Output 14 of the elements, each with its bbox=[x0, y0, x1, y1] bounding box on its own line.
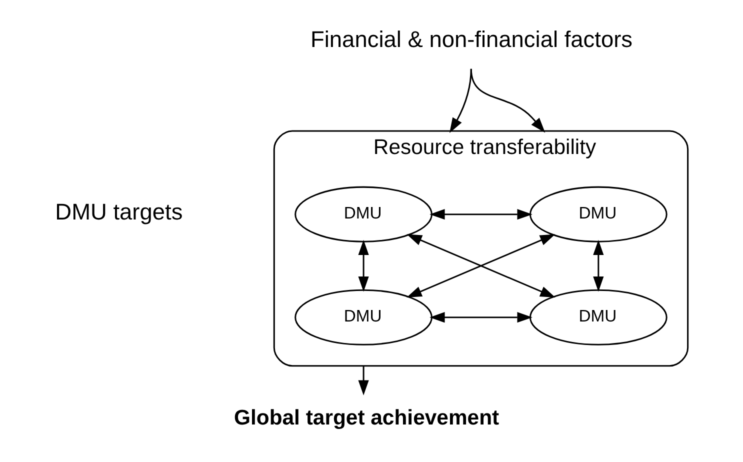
arrow bbox=[358, 240, 369, 292]
arrow bbox=[593, 240, 604, 292]
arrow bbox=[430, 209, 532, 220]
node-ellipse: DMU bbox=[294, 289, 432, 346]
arrow bbox=[430, 312, 532, 323]
node-text: Global target achievement bbox=[234, 406, 500, 430]
arrow bbox=[470, 68, 546, 133]
node-ellipse: DMU bbox=[529, 186, 668, 242]
node-ellipse: DMU bbox=[294, 186, 432, 242]
node-ellipse: DMU bbox=[529, 289, 668, 346]
arrow bbox=[358, 366, 369, 396]
label: DMU targets bbox=[55, 198, 183, 225]
arrow bbox=[406, 234, 556, 298]
node-text: Financial & non-financial factors bbox=[310, 26, 633, 52]
